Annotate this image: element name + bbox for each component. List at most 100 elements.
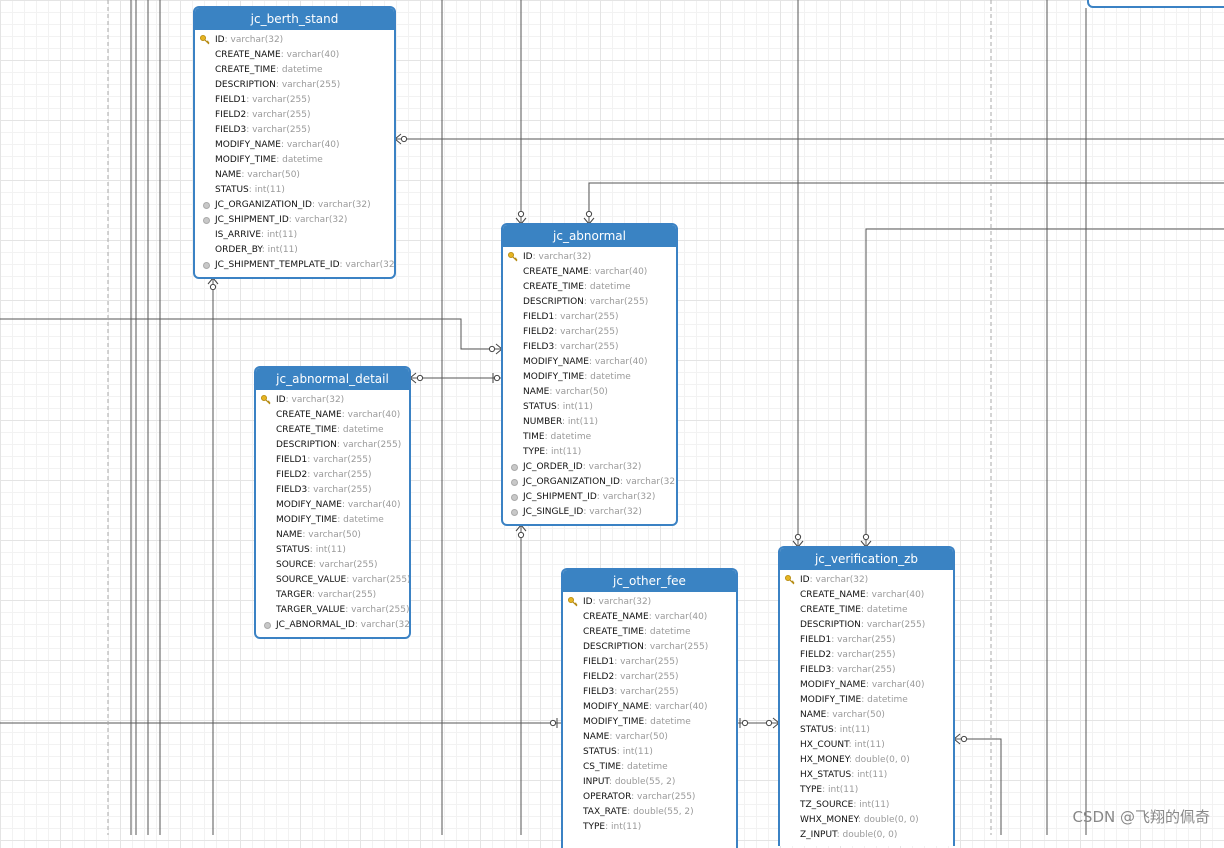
foreign-key-icon bbox=[511, 494, 518, 501]
field-row[interactable]: CREATE_TIME: datetime bbox=[195, 63, 394, 78]
entity-jc-berth-stand[interactable]: jc_berth_stand ID: varchar(32)CREATE_NAM… bbox=[193, 6, 396, 279]
field-row[interactable]: FIELD3: varchar(255) bbox=[195, 123, 394, 138]
field-row[interactable]: ID: varchar(32) bbox=[195, 33, 394, 48]
field-row[interactable]: JC_ORGANIZATION_ID: varchar(32) bbox=[195, 198, 394, 213]
entity-jc-verification-zb[interactable]: jc_verification_zb ID: varchar(32)CREATE… bbox=[778, 546, 955, 846]
field-row[interactable]: DESCRIPTION: varchar(255) bbox=[195, 78, 394, 93]
field-row[interactable]: FIELD1: varchar(255) bbox=[256, 453, 409, 468]
field-row[interactable]: DESCRIPTION: varchar(255) bbox=[256, 438, 409, 453]
field-row[interactable]: CREATE_TIME: datetime bbox=[780, 603, 953, 618]
field-row[interactable]: CREATE_NAME: varchar(40) bbox=[780, 588, 953, 603]
field-row[interactable]: MODIFY_NAME: varchar(40) bbox=[503, 355, 676, 370]
field-row[interactable]: NAME: varchar(50) bbox=[503, 385, 676, 400]
field-row[interactable]: FIELD2: varchar(255) bbox=[563, 670, 736, 685]
field-row[interactable]: CREATE_TIME: datetime bbox=[563, 625, 736, 640]
field-type: varchar(255) bbox=[649, 642, 709, 652]
field-row[interactable]: MODIFY_TIME: datetime bbox=[503, 370, 676, 385]
field-row[interactable]: NAME: varchar(50) bbox=[563, 730, 736, 745]
field-row[interactable]: FIELD2: varchar(255) bbox=[780, 648, 953, 663]
field-name: FIELD2 bbox=[800, 650, 832, 660]
field-row[interactable]: CREATE_TIME: datetime bbox=[256, 423, 409, 438]
field-row[interactable]: NAME: varchar(50) bbox=[256, 528, 409, 543]
field-row[interactable]: TYPE: int(11) bbox=[503, 445, 676, 460]
field-row[interactable]: OPERATOR: varchar(255) bbox=[563, 790, 736, 805]
field-row[interactable]: STATUS: int(11) bbox=[256, 543, 409, 558]
field-row[interactable]: FIELD2: varchar(255) bbox=[503, 325, 676, 340]
field-row[interactable]: NAME: varchar(50) bbox=[780, 708, 953, 723]
field-row[interactable]: CREATE_NAME: varchar(40) bbox=[256, 408, 409, 423]
field-row[interactable]: STATUS: int(11) bbox=[780, 723, 953, 738]
entity-jc-other-fee[interactable]: jc_other_fee ID: varchar(32)CREATE_NAME:… bbox=[561, 568, 738, 848]
field-row[interactable]: MODIFY_NAME: varchar(40) bbox=[780, 678, 953, 693]
field-row[interactable]: JC_SHIPMENT_ID: varchar(32) bbox=[503, 490, 676, 505]
field-row[interactable]: FIELD1: varchar(255) bbox=[195, 93, 394, 108]
field-row[interactable]: FIELD1: varchar(255) bbox=[780, 633, 953, 648]
field-row[interactable]: STATUS: int(11) bbox=[503, 400, 676, 415]
field-row[interactable]: JC_ORDER_ID: varchar(32) bbox=[503, 460, 676, 475]
field-row[interactable]: MODIFY_NAME: varchar(40) bbox=[195, 138, 394, 153]
field-type: int(11) bbox=[267, 245, 298, 255]
field-row[interactable]: FIELD2: varchar(255) bbox=[256, 468, 409, 483]
field-row[interactable]: JC_SHIPMENT_ID: varchar(32) bbox=[195, 213, 394, 228]
field-row[interactable]: TARGER: varchar(255) bbox=[256, 588, 409, 603]
field-row[interactable]: FIELD3: varchar(255) bbox=[780, 663, 953, 678]
field-row[interactable]: ORDER_BY: int(11) bbox=[195, 243, 394, 258]
field-row[interactable]: JC_SHIPMENT_TEMPLATE_ID: varchar(32) bbox=[195, 258, 394, 273]
field-row[interactable]: DESCRIPTION: varchar(255) bbox=[563, 640, 736, 655]
entity-jc-abnormal-detail[interactable]: jc_abnormal_detail ID: varchar(32)CREATE… bbox=[254, 366, 411, 639]
field-row[interactable]: FIELD1: varchar(255) bbox=[563, 655, 736, 670]
field-row[interactable]: CREATE_TIME: datetime bbox=[503, 280, 676, 295]
field-row[interactable]: HX_COUNT: int(11) bbox=[780, 738, 953, 753]
field-name: TIME bbox=[523, 432, 545, 442]
field-row[interactable]: STATUS: int(11) bbox=[195, 183, 394, 198]
field-row[interactable]: CREATE_NAME: varchar(40) bbox=[503, 265, 676, 280]
field-row[interactable]: Z_INPUT: double(0, 0) bbox=[780, 828, 953, 843]
field-row[interactable]: HX_STATUS: int(11) bbox=[780, 768, 953, 783]
field-row[interactable]: NAME: varchar(50) bbox=[195, 168, 394, 183]
field-row[interactable]: STATUS: int(11) bbox=[563, 745, 736, 760]
field-name: CREATE_NAME bbox=[215, 50, 281, 60]
field-row[interactable]: MODIFY_TIME: datetime bbox=[195, 153, 394, 168]
field-row[interactable]: TYPE: int(11) bbox=[780, 783, 953, 798]
field-row[interactable]: SOURCE_VALUE: varchar(255) bbox=[256, 573, 409, 588]
field-row[interactable]: INPUT: double(55, 2) bbox=[563, 775, 736, 790]
entity-jc-abnormal[interactable]: jc_abnormal ID: varchar(32)CREATE_NAME: … bbox=[501, 223, 678, 526]
field-name: NAME bbox=[215, 170, 242, 180]
field-row[interactable]: FIELD3: varchar(255) bbox=[256, 483, 409, 498]
field-row[interactable]: ID: varchar(32) bbox=[503, 250, 676, 265]
field-row[interactable]: CREATE_NAME: varchar(40) bbox=[563, 610, 736, 625]
field-row[interactable]: ID: varchar(32) bbox=[563, 595, 736, 610]
field-name: OPERATOR bbox=[583, 792, 632, 802]
field-row[interactable]: TZ_SOURCE: int(11) bbox=[780, 798, 953, 813]
field-row[interactable]: WHX_MONEY: double(0, 0) bbox=[780, 813, 953, 828]
field-row[interactable]: TARGER_VALUE: varchar(255) bbox=[256, 603, 409, 618]
field-row[interactable]: TYPE: int(11) bbox=[563, 820, 736, 835]
field-row[interactable]: MODIFY_NAME: varchar(40) bbox=[256, 498, 409, 513]
field-row[interactable]: HX_MONEY: double(0, 0) bbox=[780, 753, 953, 768]
field-row[interactable]: IS_ARRIVE: int(11) bbox=[195, 228, 394, 243]
field-row[interactable]: DESCRIPTION: varchar(255) bbox=[780, 618, 953, 633]
field-row[interactable]: JC_ORGANIZATION_ID: varchar(32) bbox=[503, 475, 676, 490]
field-row[interactable]: TIME: datetime bbox=[503, 430, 676, 445]
field-row[interactable]: FIELD1: varchar(255) bbox=[503, 310, 676, 325]
field-row[interactable]: JC_ABNORMAL_ID: varchar(32) bbox=[256, 618, 409, 633]
field-row[interactable]: FIELD3: varchar(255) bbox=[503, 340, 676, 355]
field-row[interactable]: ID: varchar(32) bbox=[256, 393, 409, 408]
field-row[interactable]: MODIFY_TIME: datetime bbox=[563, 715, 736, 730]
field-row[interactable]: TAX_RATE: double(55, 2) bbox=[563, 805, 736, 820]
field-row[interactable]: NUMBER: int(11) bbox=[503, 415, 676, 430]
field-name: FIELD2 bbox=[215, 110, 247, 120]
field-row[interactable]: FIELD3: varchar(255) bbox=[563, 685, 736, 700]
field-row[interactable]: FIELD2: varchar(255) bbox=[195, 108, 394, 123]
field-row[interactable]: SOURCE: varchar(255) bbox=[256, 558, 409, 573]
field-row[interactable]: MODIFY_TIME: datetime bbox=[780, 693, 953, 708]
field-row[interactable]: JC_SINGLE_ID: varchar(32) bbox=[503, 505, 676, 520]
field-row[interactable]: CREATE_NAME: varchar(40) bbox=[195, 48, 394, 63]
field-row[interactable]: ID: varchar(32) bbox=[780, 573, 953, 588]
field-row[interactable]: MODIFY_TIME: datetime bbox=[256, 513, 409, 528]
field-row[interactable]: MODIFY_NAME: varchar(40) bbox=[563, 700, 736, 715]
field-type: int(11) bbox=[315, 545, 346, 555]
field-row[interactable]: CS_TIME: datetime bbox=[563, 760, 736, 775]
field-row[interactable]: DESCRIPTION: varchar(255) bbox=[503, 295, 676, 310]
